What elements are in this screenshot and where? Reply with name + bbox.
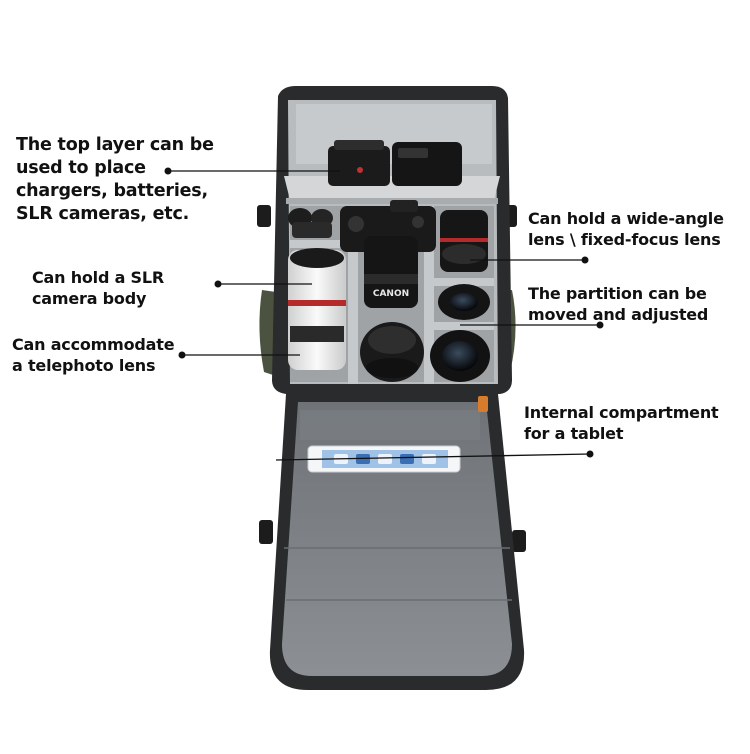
callout-leader-lines: [164, 167, 604, 461]
callout-tablet: Internal compartment for a tablet: [524, 402, 719, 444]
partition-dividers: [290, 206, 494, 384]
callout-line: camera body: [32, 289, 147, 308]
tablet-device: [307, 445, 461, 473]
callout-line: lens \ fixed-focus lens: [528, 230, 721, 249]
callout-partition: The partition can be moved and adjusted: [528, 283, 708, 325]
callout-line: Can hold a wide-angle: [528, 209, 724, 228]
callout-line: for a tablet: [524, 424, 624, 443]
callout-line: a telephoto lens: [12, 356, 156, 375]
telephoto-lens: [288, 248, 346, 370]
wide-angle-lens: [440, 210, 488, 272]
flash-units: [328, 140, 462, 186]
callout-line: Can accommodate: [12, 335, 175, 354]
callout-line: chargers, batteries,: [16, 181, 208, 201]
callout-line: SLR cameras, etc.: [16, 204, 190, 224]
callout-telephoto: Can accommodate a telephoto lens: [12, 334, 175, 376]
lens-brand-text: CANON: [373, 289, 409, 299]
callout-line: The top layer can be: [16, 135, 214, 155]
camera-lens: CANON: [364, 236, 418, 308]
callout-slr-body: Can hold a SLR camera body: [32, 267, 164, 309]
orange-zip-tab: [478, 396, 488, 412]
callout-wide-angle: Can hold a wide-angle lens \ fixed-focus…: [528, 208, 724, 250]
callout-line: The partition can be: [528, 284, 707, 303]
callout-top-layer: The top layer can be used to place charg…: [16, 134, 214, 226]
small-lens-caps: [288, 208, 333, 238]
standard-lens: [360, 322, 424, 382]
callout-line: moved and adjusted: [528, 305, 709, 324]
callout-line: Internal compartment: [524, 403, 719, 422]
callout-line: Can hold a SLR: [32, 268, 164, 287]
callout-line: used to place: [16, 158, 146, 178]
